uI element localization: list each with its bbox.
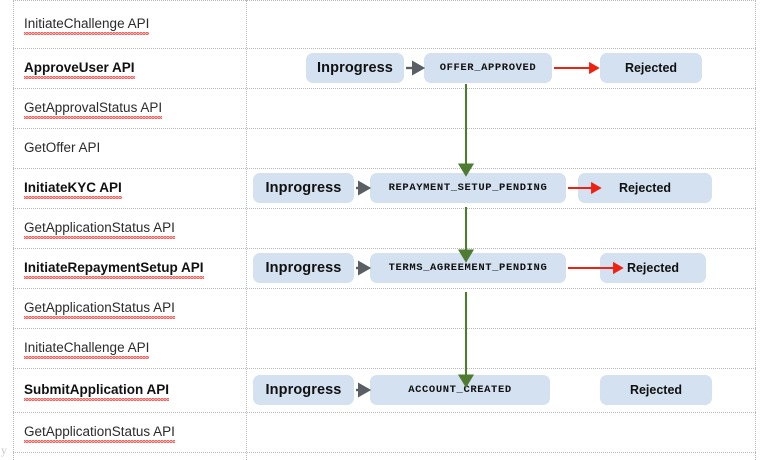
grid-row-separator	[13, 128, 756, 129]
grid-row-separator	[13, 208, 756, 209]
api-label-text: SubmitApplication API	[24, 382, 169, 401]
node-rejected[interactable]: Rejected	[600, 375, 712, 405]
node-state[interactable]: REPAYMENT_SETUP_PENDING	[370, 173, 566, 203]
api-label: InitiateChallenge API	[24, 340, 239, 359]
api-label: GetApplicationStatus API	[24, 220, 239, 239]
grid-row-separator	[13, 168, 756, 169]
node-state[interactable]: ACCOUNT_CREATED	[370, 375, 550, 405]
api-label-text: GetApplicationStatus API	[24, 220, 175, 239]
api-label-text: InitiateRepaymentSetup API	[24, 260, 204, 279]
node-rejected[interactable]: Rejected	[578, 173, 712, 203]
grid-row-separator	[13, 368, 756, 369]
grid-row-separator	[13, 452, 756, 453]
api-label-text: InitiateKYC API	[24, 180, 122, 199]
grid-vertical-right	[755, 0, 756, 460]
grid-row-separator	[13, 0, 756, 1]
grid-vertical-middle	[246, 0, 247, 460]
api-label-text: GetApplicationStatus API	[24, 424, 175, 443]
node-inprogress[interactable]: Inprogress	[306, 53, 404, 83]
node-inprogress[interactable]: Inprogress	[253, 173, 354, 203]
node-rejected[interactable]: Rejected	[600, 53, 702, 83]
api-label: GetApprovalStatus API	[24, 100, 239, 119]
grid-row-separator	[13, 88, 756, 89]
node-inprogress[interactable]: Inprogress	[253, 375, 354, 405]
api-label-text: GetOffer API	[24, 140, 101, 155]
api-label-text: InitiateChallenge API	[24, 340, 150, 359]
node-state[interactable]: TERMS_AGREEMENT_PENDING	[370, 253, 566, 283]
grid-row-separator	[13, 48, 756, 49]
api-label: SubmitApplication API	[24, 382, 239, 401]
grid-row-separator	[13, 412, 756, 413]
api-label-text: GetApplicationStatus API	[24, 300, 175, 319]
node-state[interactable]: OFFER_APPROVED	[424, 53, 552, 83]
partial-glyph: y	[1, 443, 7, 457]
grid-vertical-left	[13, 0, 14, 460]
api-label-text: GetApprovalStatus API	[24, 100, 163, 119]
grid-row-separator	[13, 288, 756, 289]
api-label: InitiateKYC API	[24, 180, 239, 199]
api-label: GetOffer API	[24, 140, 239, 156]
grid-row-separator	[13, 328, 756, 329]
api-label-text: ApproveUser API	[24, 60, 135, 79]
api-label: InitiateChallenge API	[24, 16, 239, 35]
api-label: GetApplicationStatus API	[24, 424, 239, 443]
node-inprogress[interactable]: Inprogress	[253, 253, 354, 283]
node-rejected[interactable]: Rejected	[600, 253, 706, 283]
grid-row-separator	[13, 248, 756, 249]
api-label: GetApplicationStatus API	[24, 300, 239, 319]
api-label: InitiateRepaymentSetup API	[24, 260, 239, 279]
api-label-text: InitiateChallenge API	[24, 16, 150, 35]
api-label: ApproveUser API	[24, 60, 239, 79]
